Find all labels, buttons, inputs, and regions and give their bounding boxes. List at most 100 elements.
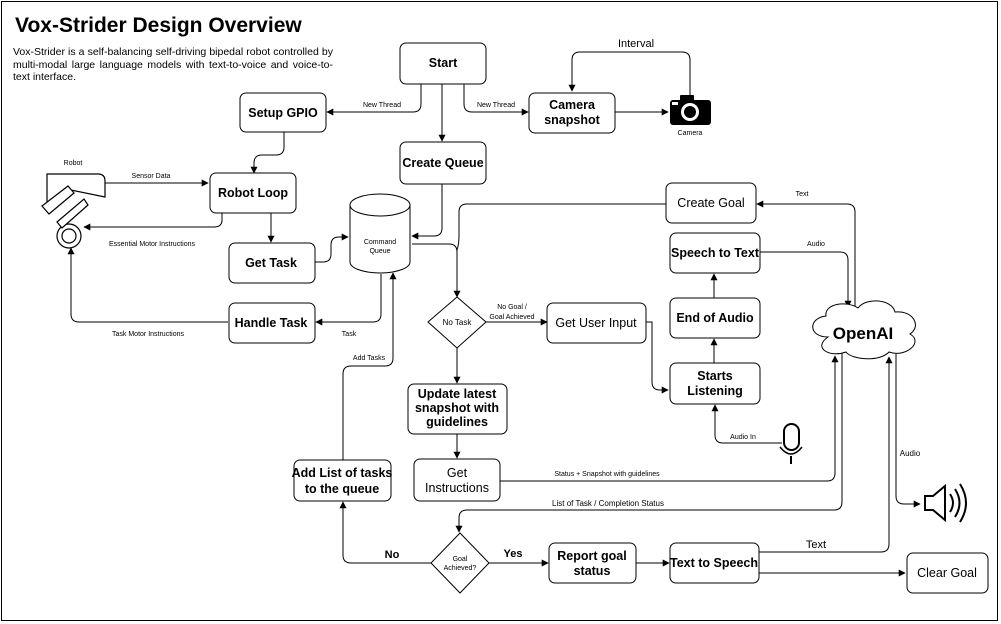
- svg-text:Get User Input: Get User Input: [555, 316, 637, 330]
- edge-setup-robot-loop: [250, 132, 285, 174]
- node-get-instructions: Get Instructions: [413, 458, 501, 502]
- label-audio-in: Audio In: [730, 434, 756, 441]
- label-add-tasks: Add Tasks: [353, 355, 386, 362]
- edge-essential-motor: [83, 213, 223, 231]
- svg-text:snapshot: snapshot: [544, 113, 600, 127]
- edge-task-motor: [67, 247, 228, 323]
- page-title: Vox-Strider Design Overview: [15, 14, 302, 37]
- svg-text:Report goal: Report goal: [557, 549, 626, 563]
- svg-text:Get: Get: [447, 466, 468, 480]
- edge-audio-in: [711, 404, 782, 444]
- edge-audio-openai: [760, 251, 852, 308]
- svg-text:Achieved?: Achieved?: [444, 565, 477, 572]
- svg-text:snapshot with: snapshot with: [415, 401, 499, 415]
- label-new-thread-right: New Thread: [477, 102, 515, 109]
- node-create-goal: Create Goal: [665, 182, 757, 224]
- svg-text:Create Queue: Create Queue: [402, 156, 483, 170]
- svg-text:Command: Command: [364, 239, 396, 246]
- svg-text:OpenAI: OpenAI: [833, 324, 893, 343]
- robot-icon: [41, 173, 106, 249]
- edge-queue-handle-task: [315, 274, 382, 326]
- svg-text:Speech to Text: Speech to Text: [671, 246, 760, 260]
- label-no-goal-1: No Goal /: [497, 304, 527, 311]
- label-no: No: [385, 549, 400, 561]
- node-start: Start: [399, 42, 487, 85]
- svg-text:Camera: Camera: [549, 98, 596, 112]
- camera-icon: [670, 95, 711, 125]
- svg-text:Add List of tasks: Add List of tasks: [292, 466, 393, 480]
- label-sensor-data: Sensor Data: [132, 173, 171, 180]
- svg-text:Text to Speech: Text to Speech: [670, 556, 758, 570]
- robot-label: Robot: [64, 160, 83, 167]
- svg-text:Starts: Starts: [697, 369, 732, 383]
- svg-text:No Task: No Task: [443, 318, 473, 327]
- svg-text:End of Audio: End of Audio: [676, 311, 754, 325]
- edges: [67, 51, 921, 577]
- node-clear-goal: Clear Goal: [906, 552, 989, 594]
- edge-create-goal-no-task: [453, 203, 666, 298]
- label-interval: Interval: [618, 38, 654, 50]
- node-setup-gpio: Setup GPIO: [239, 92, 327, 133]
- svg-text:status: status: [574, 564, 611, 578]
- svg-text:Handle Task: Handle Task: [235, 316, 308, 330]
- svg-text:Create Goal: Create Goal: [677, 196, 744, 210]
- label-new-thread-left: New Thread: [363, 102, 401, 109]
- node-report-goal: Report goal status: [548, 542, 637, 584]
- microphone-icon: [779, 423, 803, 464]
- node-create-queue: Create Queue: [399, 141, 487, 185]
- label-status-snapshot: Status + Snapshot with guidelines: [554, 471, 660, 478]
- node-no-task: No Task: [427, 296, 487, 349]
- svg-text:Update latest: Update latest: [418, 387, 497, 401]
- svg-text:Listening: Listening: [687, 384, 743, 398]
- label-essential-motor: Essential Motor Instructions: [109, 241, 195, 248]
- node-robot-loop: Robot Loop: [209, 172, 297, 214]
- edge-input-listening: [646, 321, 669, 394]
- edge-interval-loop: [568, 51, 691, 96]
- label-audio-right: Audio: [900, 449, 921, 458]
- label-text-bottom: Text: [806, 539, 826, 551]
- speaker-icon: [924, 483, 967, 523]
- svg-text:Robot Loop: Robot Loop: [218, 186, 288, 200]
- svg-text:Start: Start: [429, 56, 458, 70]
- svg-text:Setup GPIO: Setup GPIO: [248, 106, 318, 120]
- node-get-user-input: Get User Input: [546, 302, 647, 344]
- edge-start-camera-snapshot: [463, 84, 529, 116]
- node-openai: OpenAI: [812, 300, 916, 360]
- node-update-snapshot: Update latest snapshot with guidelines: [407, 383, 508, 435]
- svg-text:Get Task: Get Task: [245, 256, 297, 270]
- node-starts-listening: Starts Listening: [669, 362, 761, 405]
- edge-goal-no: [339, 501, 431, 564]
- svg-text:guidelines: guidelines: [426, 415, 488, 429]
- node-text-to-speech: Text to Speech: [669, 542, 760, 584]
- svg-text:to the queue: to the queue: [305, 482, 379, 496]
- edge-queue-no-task: [412, 243, 458, 253]
- page-description: Vox-Strider is a self-balancing self-dri…: [13, 46, 333, 83]
- label-yes: Yes: [504, 548, 523, 560]
- label-task: Task: [342, 331, 357, 338]
- svg-text:Instructions: Instructions: [425, 481, 489, 495]
- edge-openai-create-goal: [756, 200, 856, 312]
- edge-get-task-queue: [315, 233, 349, 263]
- node-add-tasks: Add List of tasks to the queue: [292, 459, 393, 502]
- svg-text:Clear Goal: Clear Goal: [917, 566, 977, 580]
- camera-label: Camera: [678, 130, 703, 137]
- node-end-of-audio: End of Audio: [669, 297, 761, 339]
- node-goal-achieved: Goal Achieved?: [430, 532, 490, 594]
- edge-add-tasks-queue: [342, 272, 397, 460]
- label-list-completion: List of Task / Completion Status: [552, 499, 664, 508]
- label-no-goal-2: Goal Achieved: [489, 314, 534, 321]
- node-command-queue: Command Queue: [349, 193, 411, 274]
- svg-text:Goal: Goal: [453, 556, 468, 563]
- edge-create-queue-command-queue: [411, 184, 443, 240]
- label-task-motor: Task Motor Instructions: [112, 331, 184, 338]
- edge-instructions-openai: [500, 355, 839, 482]
- edge-start-setup-gpio: [326, 84, 422, 116]
- edge-openai-goal-achieved: [455, 352, 843, 533]
- node-handle-task: Handle Task: [228, 302, 316, 344]
- node-get-task: Get Task: [228, 242, 316, 284]
- edge-tts-openai: [759, 356, 893, 553]
- svg-text:Queue: Queue: [369, 248, 390, 255]
- label-text-top: Text: [796, 191, 809, 198]
